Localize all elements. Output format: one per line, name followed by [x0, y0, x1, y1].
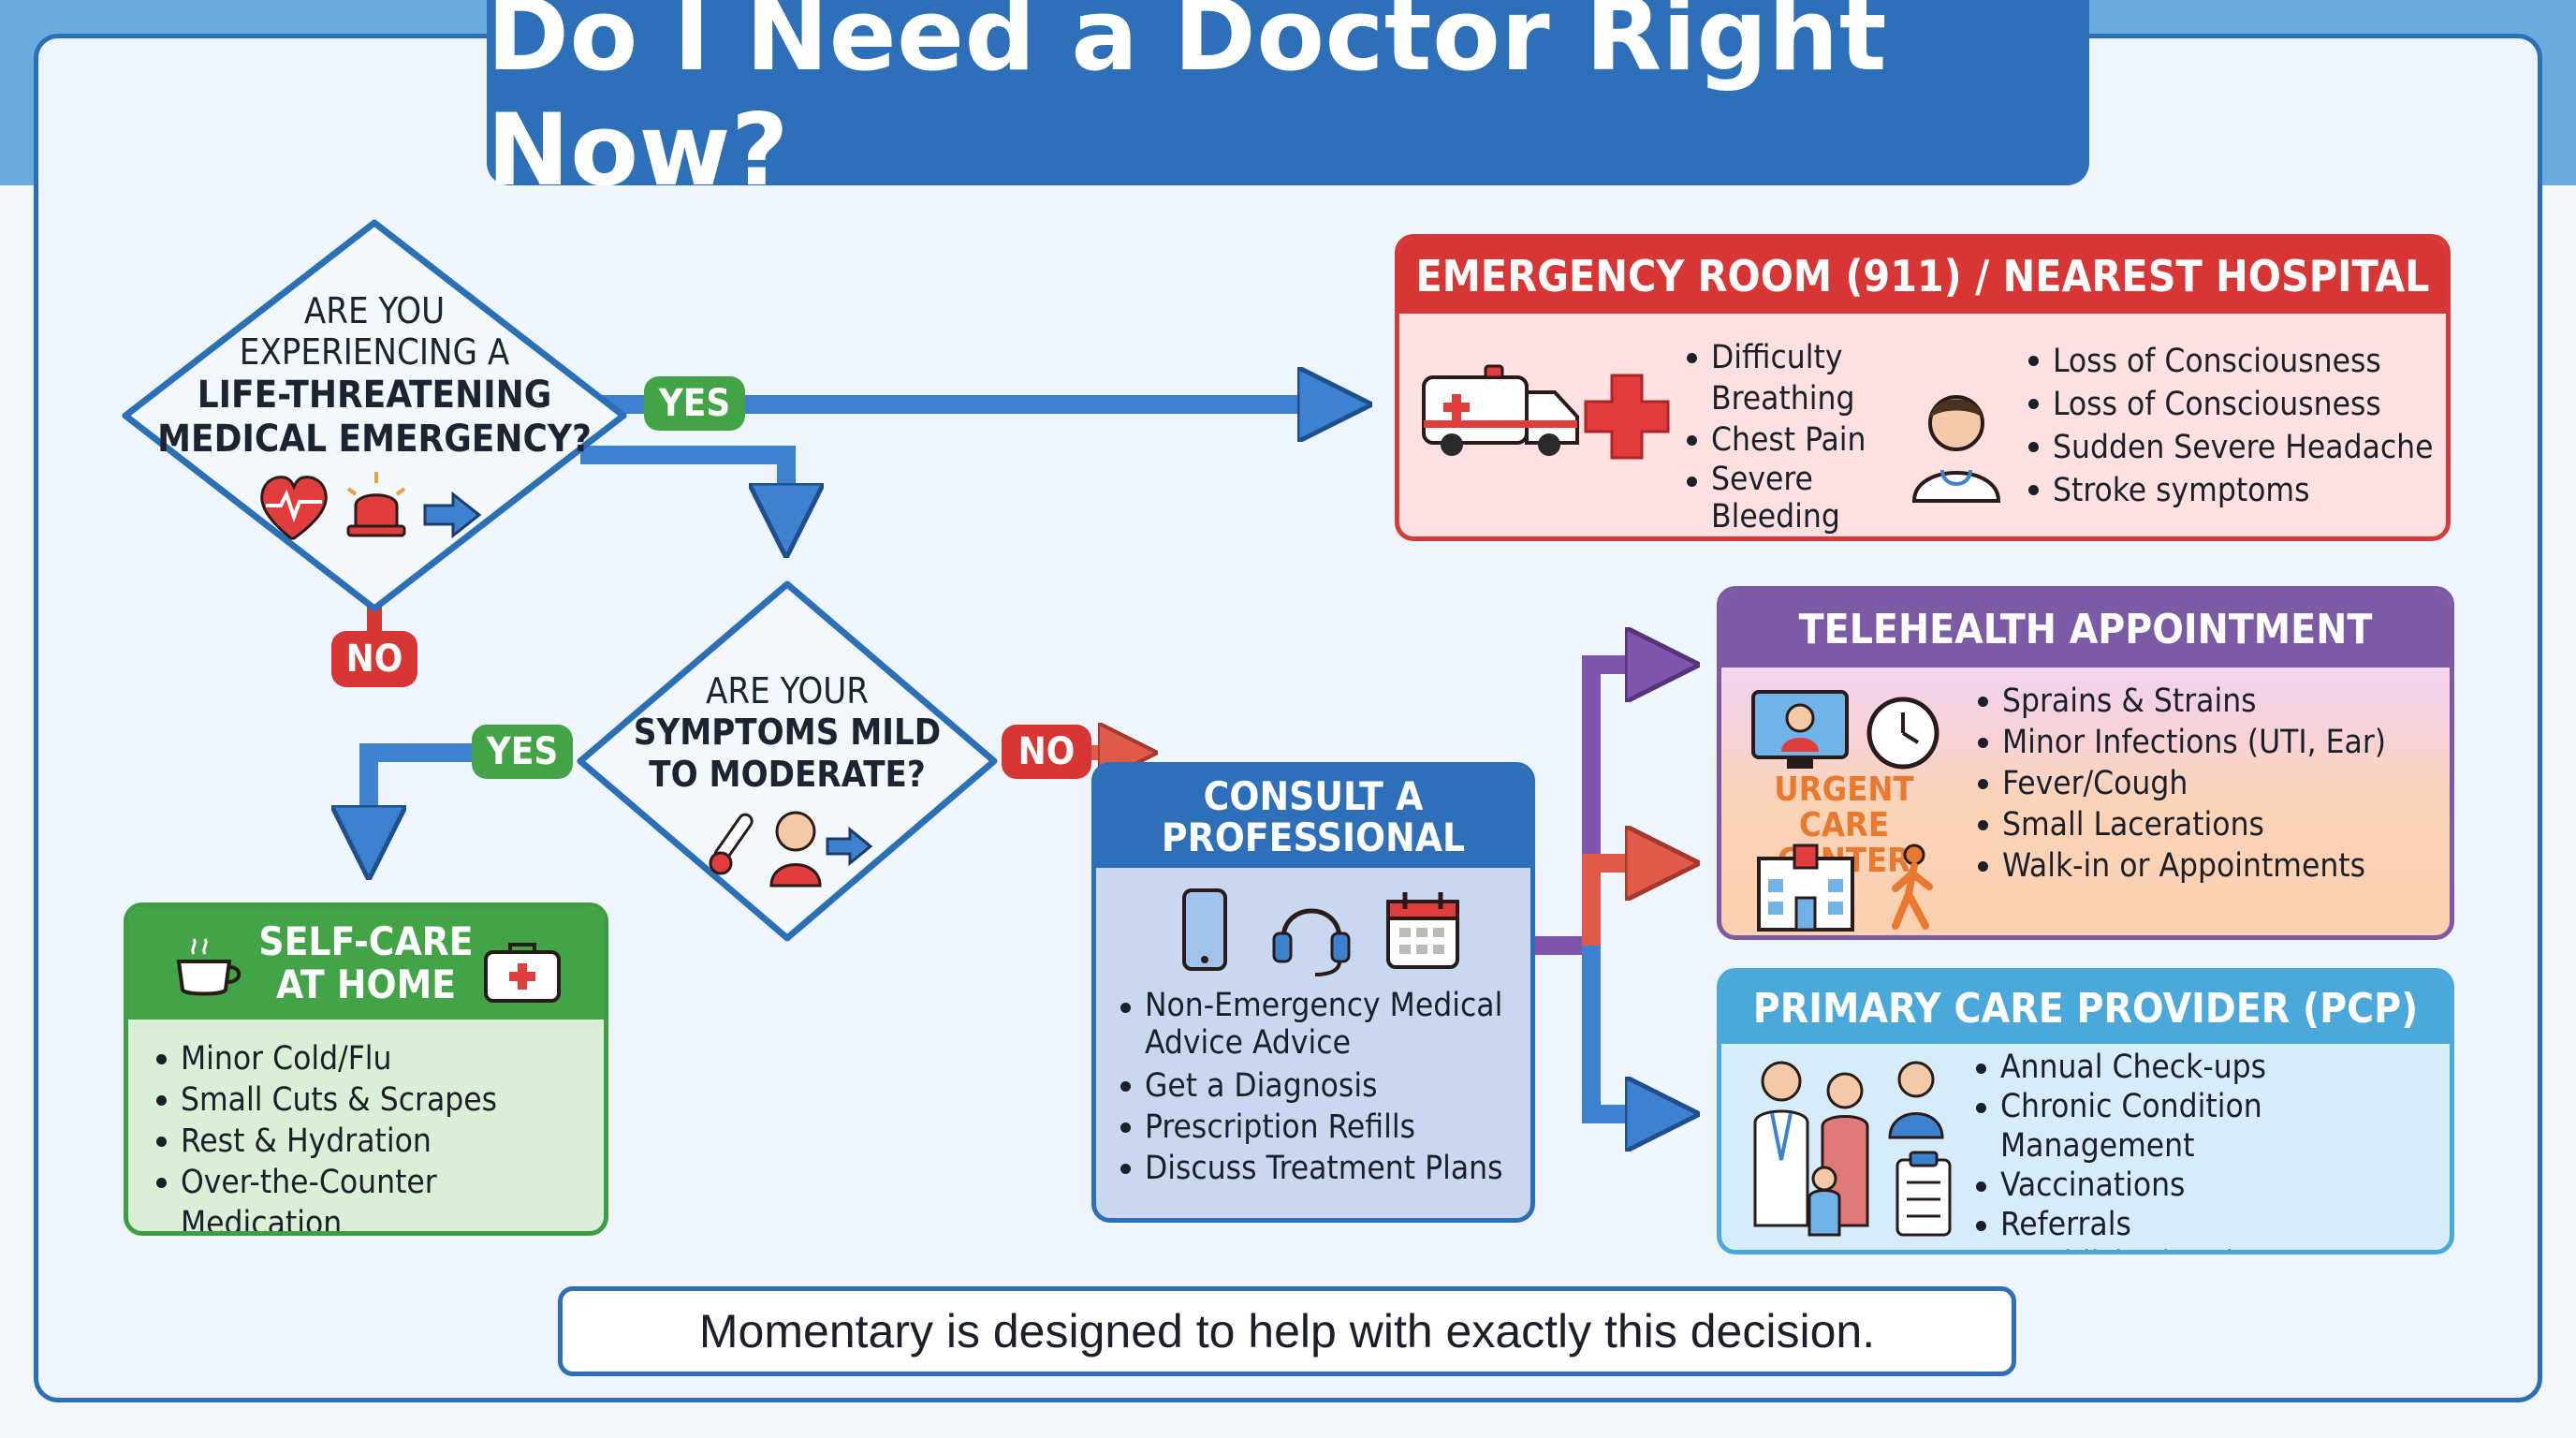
selfcare-list: Minor Cold/Flu Small Cuts & Scrapes Rest… [154, 1038, 594, 1231]
telehealth-card: TELEHEALTH APPOINTMENT URGENT CARE CENTE… [1717, 586, 2454, 940]
list-item: Severe Bleeding [1685, 461, 1852, 536]
consult-card: CONSULT A PROFESSIONAL Non-Emergency Med… [1091, 762, 1535, 1223]
telehealth-icons [1751, 690, 1939, 770]
sick-person-icon [769, 811, 822, 888]
clipboard-icon [1895, 1151, 1952, 1237]
list-item: Fever/Cough [1976, 763, 2444, 804]
thermometer-icon [709, 813, 754, 875]
list-item: Prescription Refills [1119, 1107, 1521, 1148]
list-item: Difficulty Breathing [1685, 337, 1975, 419]
decision1-icons [260, 472, 482, 540]
doctor-figure-icon [1753, 1061, 1809, 1227]
consult-title: PROFESSIONAL [1161, 814, 1466, 860]
list-item: Small Cuts & Scrapes [154, 1079, 594, 1121]
footer-message: Momentary is designed to help with exact… [558, 1286, 2016, 1376]
headset-icon [1272, 908, 1351, 976]
decision1-line: ARE YOU [303, 290, 446, 331]
list-item: Referrals [1974, 1205, 2450, 1244]
decision2-icons [709, 811, 873, 888]
urgent-care-title: URGENT CARE [1774, 770, 1914, 844]
list-item: Non-Emergency Medical Advice Advice [1119, 987, 1521, 1062]
arrow-right-icon [423, 491, 482, 539]
arrow-consult-to-pcp [1582, 946, 1666, 1114]
list-item: Minor Infections (UTI, Ear) [1976, 722, 2444, 763]
consult-list: Non-Emergency Medical Advice Advice Get … [1119, 987, 1521, 1189]
list-item: Sudden Severe Headache [2027, 426, 2438, 469]
decision1-line: EXPERIENCING A [239, 331, 510, 374]
ambulance-icon [1422, 364, 1579, 456]
consult-icons [1182, 888, 1459, 976]
telehealth-list: Sprains & Strains Minor Infections (UTI,… [1976, 681, 2444, 887]
selfcare-card: SELF-CARE AT HOME Minor Cold/Flu Small C… [124, 902, 608, 1236]
list-item: Annual Check-ups [1974, 1048, 2450, 1087]
list-item: Walk-in or Appointments [1976, 845, 2444, 887]
phone-icon [1182, 888, 1227, 971]
pcp-icons [1753, 1061, 1952, 1237]
arrow-d1-to-d2 [580, 446, 786, 524]
decision2-line: ARE YOUR [705, 670, 870, 712]
family-icon [1808, 1072, 1869, 1237]
list-item: Loss of Consciousness [2027, 340, 2438, 383]
arrow-right-icon [826, 826, 873, 867]
red-cross-icon [1584, 374, 1670, 460]
selfcare-title: SELF-CARE [258, 918, 474, 964]
clock-icon [1866, 697, 1939, 770]
heartbeat-icon [260, 476, 328, 540]
decision1-line: MEDICAL EMERGENCY? [157, 417, 592, 461]
decision-diamond-emergency [122, 219, 627, 612]
telehealth-title: TELEHEALTH APPOINTMENT [1721, 591, 2450, 668]
emergency-title: EMERGENCY ROOM (911) / NEAREST HOSPITAL [1399, 239, 2446, 314]
selfcare-title: AT HOME [275, 961, 457, 1007]
emergency-list-left: Difficulty Breathing Chest Pain Severe B… [1685, 337, 1975, 536]
nurse-icon [1888, 1061, 1944, 1139]
decision2-question: ARE YOUR SYMPTOMS MILD TO MODERATE? [600, 670, 974, 795]
list-item: Established Patient Relationship [1974, 1244, 2450, 1250]
list-item: Rest & Hydration [154, 1121, 594, 1162]
list-item: Chest Pain [1685, 419, 1975, 461]
decision2-yes-label: YES [472, 725, 573, 779]
pcp-list: Annual Check-ups Chronic Condition Manag… [1974, 1048, 2450, 1250]
list-item: Loss of Consciousness [2027, 383, 2438, 426]
urgent-icons [1757, 844, 1933, 932]
consult-title: CONSULT A [1203, 773, 1424, 819]
decision2-line: SYMPTOMS MILD [633, 712, 942, 754]
decision2-line: TO MODERATE? [649, 753, 926, 795]
decision-diamond-mild [577, 580, 998, 942]
list-item: Get a Diagnosis [1119, 1065, 1521, 1107]
siren-icon [346, 472, 406, 537]
arrow-consult-to-urgent [1582, 863, 1666, 946]
list-item: Small Lacerations [1976, 804, 2444, 845]
list-item: Stroke symptoms [2027, 469, 2438, 512]
doctor-icon [1911, 395, 2001, 503]
coffee-cup-icon [176, 938, 242, 996]
decision1-question: ARE YOU EXPERIENCING A LIFE-THREATENING … [150, 290, 599, 462]
pcp-card: PRIMARY CARE PROVIDER (PCP) Annual Check… [1717, 968, 2454, 1255]
pcp-title: PRIMARY CARE PROVIDER (PCP) [1721, 973, 2450, 1044]
decision1-no-label: NO [331, 631, 417, 687]
calendar-icon [1386, 892, 1459, 969]
list-item: Sprains & Strains [1976, 681, 2444, 722]
list-item: Vaccinations [1974, 1166, 2450, 1205]
decision2-no-label: NO [1002, 725, 1091, 779]
clinic-building-icon [1757, 844, 1854, 932]
list-item: Discuss Treatment Plans [1119, 1148, 1521, 1189]
list-item: Minor Cold/Flu [154, 1038, 594, 1079]
decision1-line: LIFE-THREATENING [197, 373, 552, 417]
emergency-list-right: Loss of Consciousness Loss of Consciousn… [2027, 340, 2438, 512]
arrow-consult-to-telehealth [1533, 665, 1666, 955]
consult-header: CONSULT A PROFESSIONAL [1096, 767, 1530, 868]
video-call-icon [1751, 690, 1849, 769]
list-item: Chronic Condition Management [1974, 1087, 2450, 1166]
page-title: Do I Need a Doctor Right Now? [487, 0, 2089, 208]
walking-person-icon [1892, 844, 1933, 930]
arrow-yes-to-selfcare [369, 743, 477, 846]
list-item: Over-the-Counter Medication [154, 1162, 594, 1231]
first-aid-kit-icon [484, 943, 561, 1003]
emergency-card: EMERGENCY ROOM (911) / NEAREST HOSPITAL … [1395, 234, 2451, 541]
decision1-yes-label: YES [644, 376, 745, 431]
